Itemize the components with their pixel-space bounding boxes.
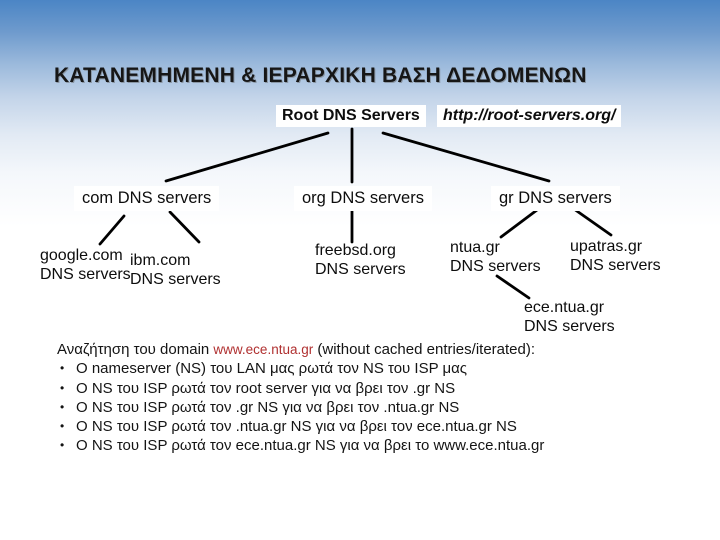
connector-root-gr (381, 131, 551, 183)
notes-bullet-2: • Ο NS του ISP ρωτά τον root server για … (57, 379, 637, 398)
notes-intro-prefix: Αναζήτηση του domain (57, 341, 214, 358)
resolution-notes: Αναζήτηση του domain www.ece.ntua.gr (wi… (57, 340, 637, 456)
bullet-text: Ο NS του ISP ρωτά τον .gr NS για να βρει… (76, 398, 460, 416)
node-root-dns-servers: Root DNS Servers (276, 105, 426, 127)
node-label-line: freebsd.org (315, 242, 396, 259)
notes-intro-line: Αναζήτηση του domain www.ece.ntua.gr (wi… (57, 340, 637, 359)
bullet-text: Ο NS του ISP ρωτά τον .ntua.gr NS για να… (76, 418, 517, 436)
node-google-dns-servers: google.com DNS servers (40, 246, 131, 284)
node-label-line: ibm.com (130, 252, 191, 269)
node-label-line: DNS servers (450, 258, 541, 275)
node-label-line: DNS servers (315, 261, 406, 278)
connector-ntua-ece (495, 274, 531, 300)
node-label-line: upatras.gr (570, 238, 643, 255)
notes-bullet-4: • Ο NS του ISP ρωτά τον .ntua.gr NS για … (57, 417, 637, 436)
node-label-line: DNS servers (40, 266, 131, 283)
node-org-dns-servers: org DNS servers (294, 186, 432, 211)
bullet-icon: • (60, 399, 65, 414)
notes-intro-suffix: (without cached entries/iterated): (313, 341, 536, 358)
bullet-text: Ο NS του ISP ρωτά τον ece.ntua.gr NS για… (76, 437, 545, 455)
node-upatras-dns-servers: upatras.gr DNS servers (570, 237, 661, 275)
bullet-icon: • (60, 380, 65, 395)
node-ntua-dns-servers: ntua.gr DNS servers (450, 238, 541, 276)
bullet-text: Ο nameserver (NS) του LAN μας ρωτά τον N… (76, 360, 468, 378)
notes-intro-domain: www.ece.ntua.gr (213, 342, 314, 357)
connector-gr-ntua (499, 208, 539, 239)
node-freebsd-dns-servers: freebsd.org DNS servers (315, 241, 406, 279)
notes-bullet-1: • Ο nameserver (NS) του LAN μας ρωτά τον… (57, 359, 637, 378)
node-ece-ntua-dns-servers: ece.ntua.gr DNS servers (524, 298, 615, 336)
node-label-line: ece.ntua.gr (524, 299, 605, 316)
connector-gr-upatras (572, 207, 613, 237)
slide-title: ΚΑΤΑΝΕΜΗΜΕΝΗ & ΙΕΡΑΡΧΙΚΗ ΒΑΣΗ ΔΕΔΟΜΕΝΩΝ (54, 64, 587, 87)
connector-com-ibm (168, 210, 201, 244)
bullet-icon: • (60, 361, 65, 376)
connector-com-google (98, 214, 126, 246)
node-label-line: DNS servers (524, 318, 615, 335)
node-label-line: google.com (40, 247, 123, 264)
node-label-line: ntua.gr (450, 239, 500, 256)
node-label-line: DNS servers (570, 257, 661, 274)
root-servers-url: http://root-servers.org/ (437, 105, 622, 127)
notes-bullet-5: • Ο NS του ISP ρωτά τον ece.ntua.gr NS γ… (57, 436, 637, 455)
node-label-line: DNS servers (130, 271, 221, 288)
node-ibm-dns-servers: ibm.com DNS servers (130, 251, 221, 289)
bullet-icon: • (60, 438, 65, 453)
connector-root-com (164, 131, 330, 183)
bullet-icon: • (60, 419, 65, 434)
notes-bullet-3: • Ο NS του ISP ρωτά τον .gr NS για να βρ… (57, 398, 637, 417)
bullet-text: Ο NS του ISP ρωτά τον root server για να… (76, 379, 456, 397)
node-gr-dns-servers: gr DNS servers (491, 186, 620, 211)
node-com-dns-servers: com DNS servers (74, 186, 220, 211)
